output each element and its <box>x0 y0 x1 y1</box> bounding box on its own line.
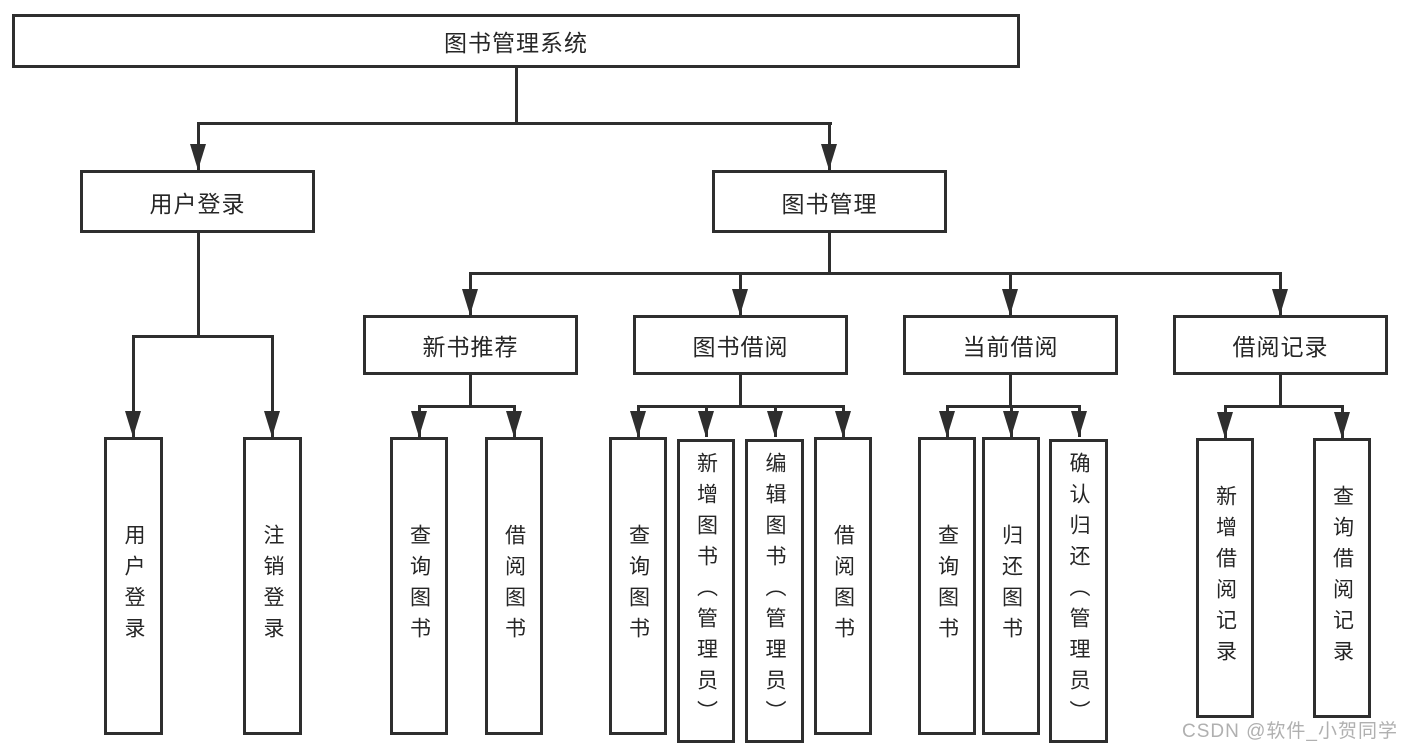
arrow-down-icon <box>1217 412 1233 438</box>
connector-hline <box>418 405 516 408</box>
leaf-label: 借阅图书 <box>502 524 526 648</box>
arrow-down-icon <box>821 144 837 170</box>
leaf-label: 借阅图书 <box>831 524 855 648</box>
leaf-label: 查询图书 <box>626 524 650 648</box>
connector-vline <box>469 375 472 405</box>
connector-vline <box>1009 375 1012 405</box>
node-borrowing-records: 借阅记录 <box>1173 315 1388 375</box>
leaf-label: 用户登录 <box>122 524 145 648</box>
leaf-label: 编辑图书（管理员） <box>763 451 786 731</box>
connector-hline <box>469 272 1282 275</box>
arrow-down-icon <box>1003 411 1019 437</box>
arrow-down-icon <box>630 411 646 437</box>
arrow-down-icon <box>698 411 714 437</box>
arrow-down-icon <box>264 411 280 437</box>
leaf-label: 归还图书 <box>999 524 1023 648</box>
leaf-query-books-3: 查询图书 <box>918 437 976 735</box>
node-current-borrowing: 当前借阅 <box>903 315 1118 375</box>
connector-vline <box>739 375 742 405</box>
arrow-down-icon <box>732 289 748 315</box>
leaf-label: 新增借阅记录 <box>1213 485 1237 671</box>
connector-vline <box>271 335 274 437</box>
arrow-down-icon <box>125 411 141 437</box>
node-user-login: 用户登录 <box>80 170 315 233</box>
leaf-add-books-admin: 新增图书（管理员） <box>677 439 735 743</box>
connector-vline <box>828 233 831 272</box>
arrow-down-icon <box>767 411 783 437</box>
arrow-down-icon <box>1002 289 1018 315</box>
leaf-label: 新增图书（管理员） <box>694 451 718 731</box>
arrow-down-icon <box>411 411 427 437</box>
leaf-query-books-2: 查询图书 <box>609 437 667 735</box>
leaf-label: 查询借阅记录 <box>1330 485 1354 671</box>
arrow-down-icon <box>1071 411 1087 437</box>
leaf-label: 确认归还（管理员） <box>1067 451 1090 731</box>
connector-vline <box>515 68 518 122</box>
connector-vline <box>197 233 200 335</box>
node-book-management-label: 图书管理 <box>781 190 878 217</box>
arrow-down-icon <box>1272 289 1288 315</box>
arrow-down-icon <box>939 411 955 437</box>
csdn-watermark: CSDN @软件_小贺同学 <box>1182 721 1398 742</box>
arrow-down-icon <box>506 411 522 437</box>
connector-hline <box>197 122 832 125</box>
leaf-return-books: 归还图书 <box>982 437 1040 735</box>
connector-vline <box>132 335 135 437</box>
leaf-user-login: 用户登录 <box>104 437 163 735</box>
connector-hline <box>132 335 274 338</box>
leaf-borrow-books-2: 借阅图书 <box>814 437 872 735</box>
connector-vline <box>1279 375 1282 405</box>
node-user-login-label: 用户登录 <box>149 190 246 217</box>
node-root-label: 图书管理系统 <box>444 30 588 56</box>
arrow-down-icon <box>1334 412 1350 438</box>
node-root: 图书管理系统 <box>12 14 1020 68</box>
leaf-label: 查询图书 <box>407 524 431 648</box>
connector-hline <box>946 405 1081 408</box>
node-current-borrowing-label: 当前借阅 <box>962 334 1059 360</box>
arrow-down-icon <box>462 289 478 315</box>
leaf-label: 查询图书 <box>935 524 959 648</box>
leaf-borrow-books-1: 借阅图书 <box>485 437 543 735</box>
node-borrowing-records-label: 借阅记录 <box>1232 334 1329 360</box>
node-book-borrowing-label: 图书借阅 <box>692 334 789 360</box>
leaf-label: 注销登录 <box>261 524 284 648</box>
arrow-down-icon <box>835 411 851 437</box>
node-book-borrowing: 图书借阅 <box>633 315 848 375</box>
leaf-logout: 注销登录 <box>243 437 302 735</box>
leaf-query-borrow-record: 查询借阅记录 <box>1313 438 1371 718</box>
leaf-edit-books-admin: 编辑图书（管理员） <box>745 439 804 743</box>
connector-hline <box>637 405 845 408</box>
arrow-down-icon <box>190 144 206 170</box>
node-new-book-recommend-label: 新书推荐 <box>422 334 519 360</box>
leaf-confirm-return-admin: 确认归还（管理员） <box>1049 439 1108 743</box>
node-book-management: 图书管理 <box>712 170 947 233</box>
node-new-book-recommend: 新书推荐 <box>363 315 578 375</box>
leaf-query-books-1: 查询图书 <box>390 437 448 735</box>
leaf-add-borrow-record: 新增借阅记录 <box>1196 438 1254 718</box>
connector-hline <box>1224 405 1344 408</box>
